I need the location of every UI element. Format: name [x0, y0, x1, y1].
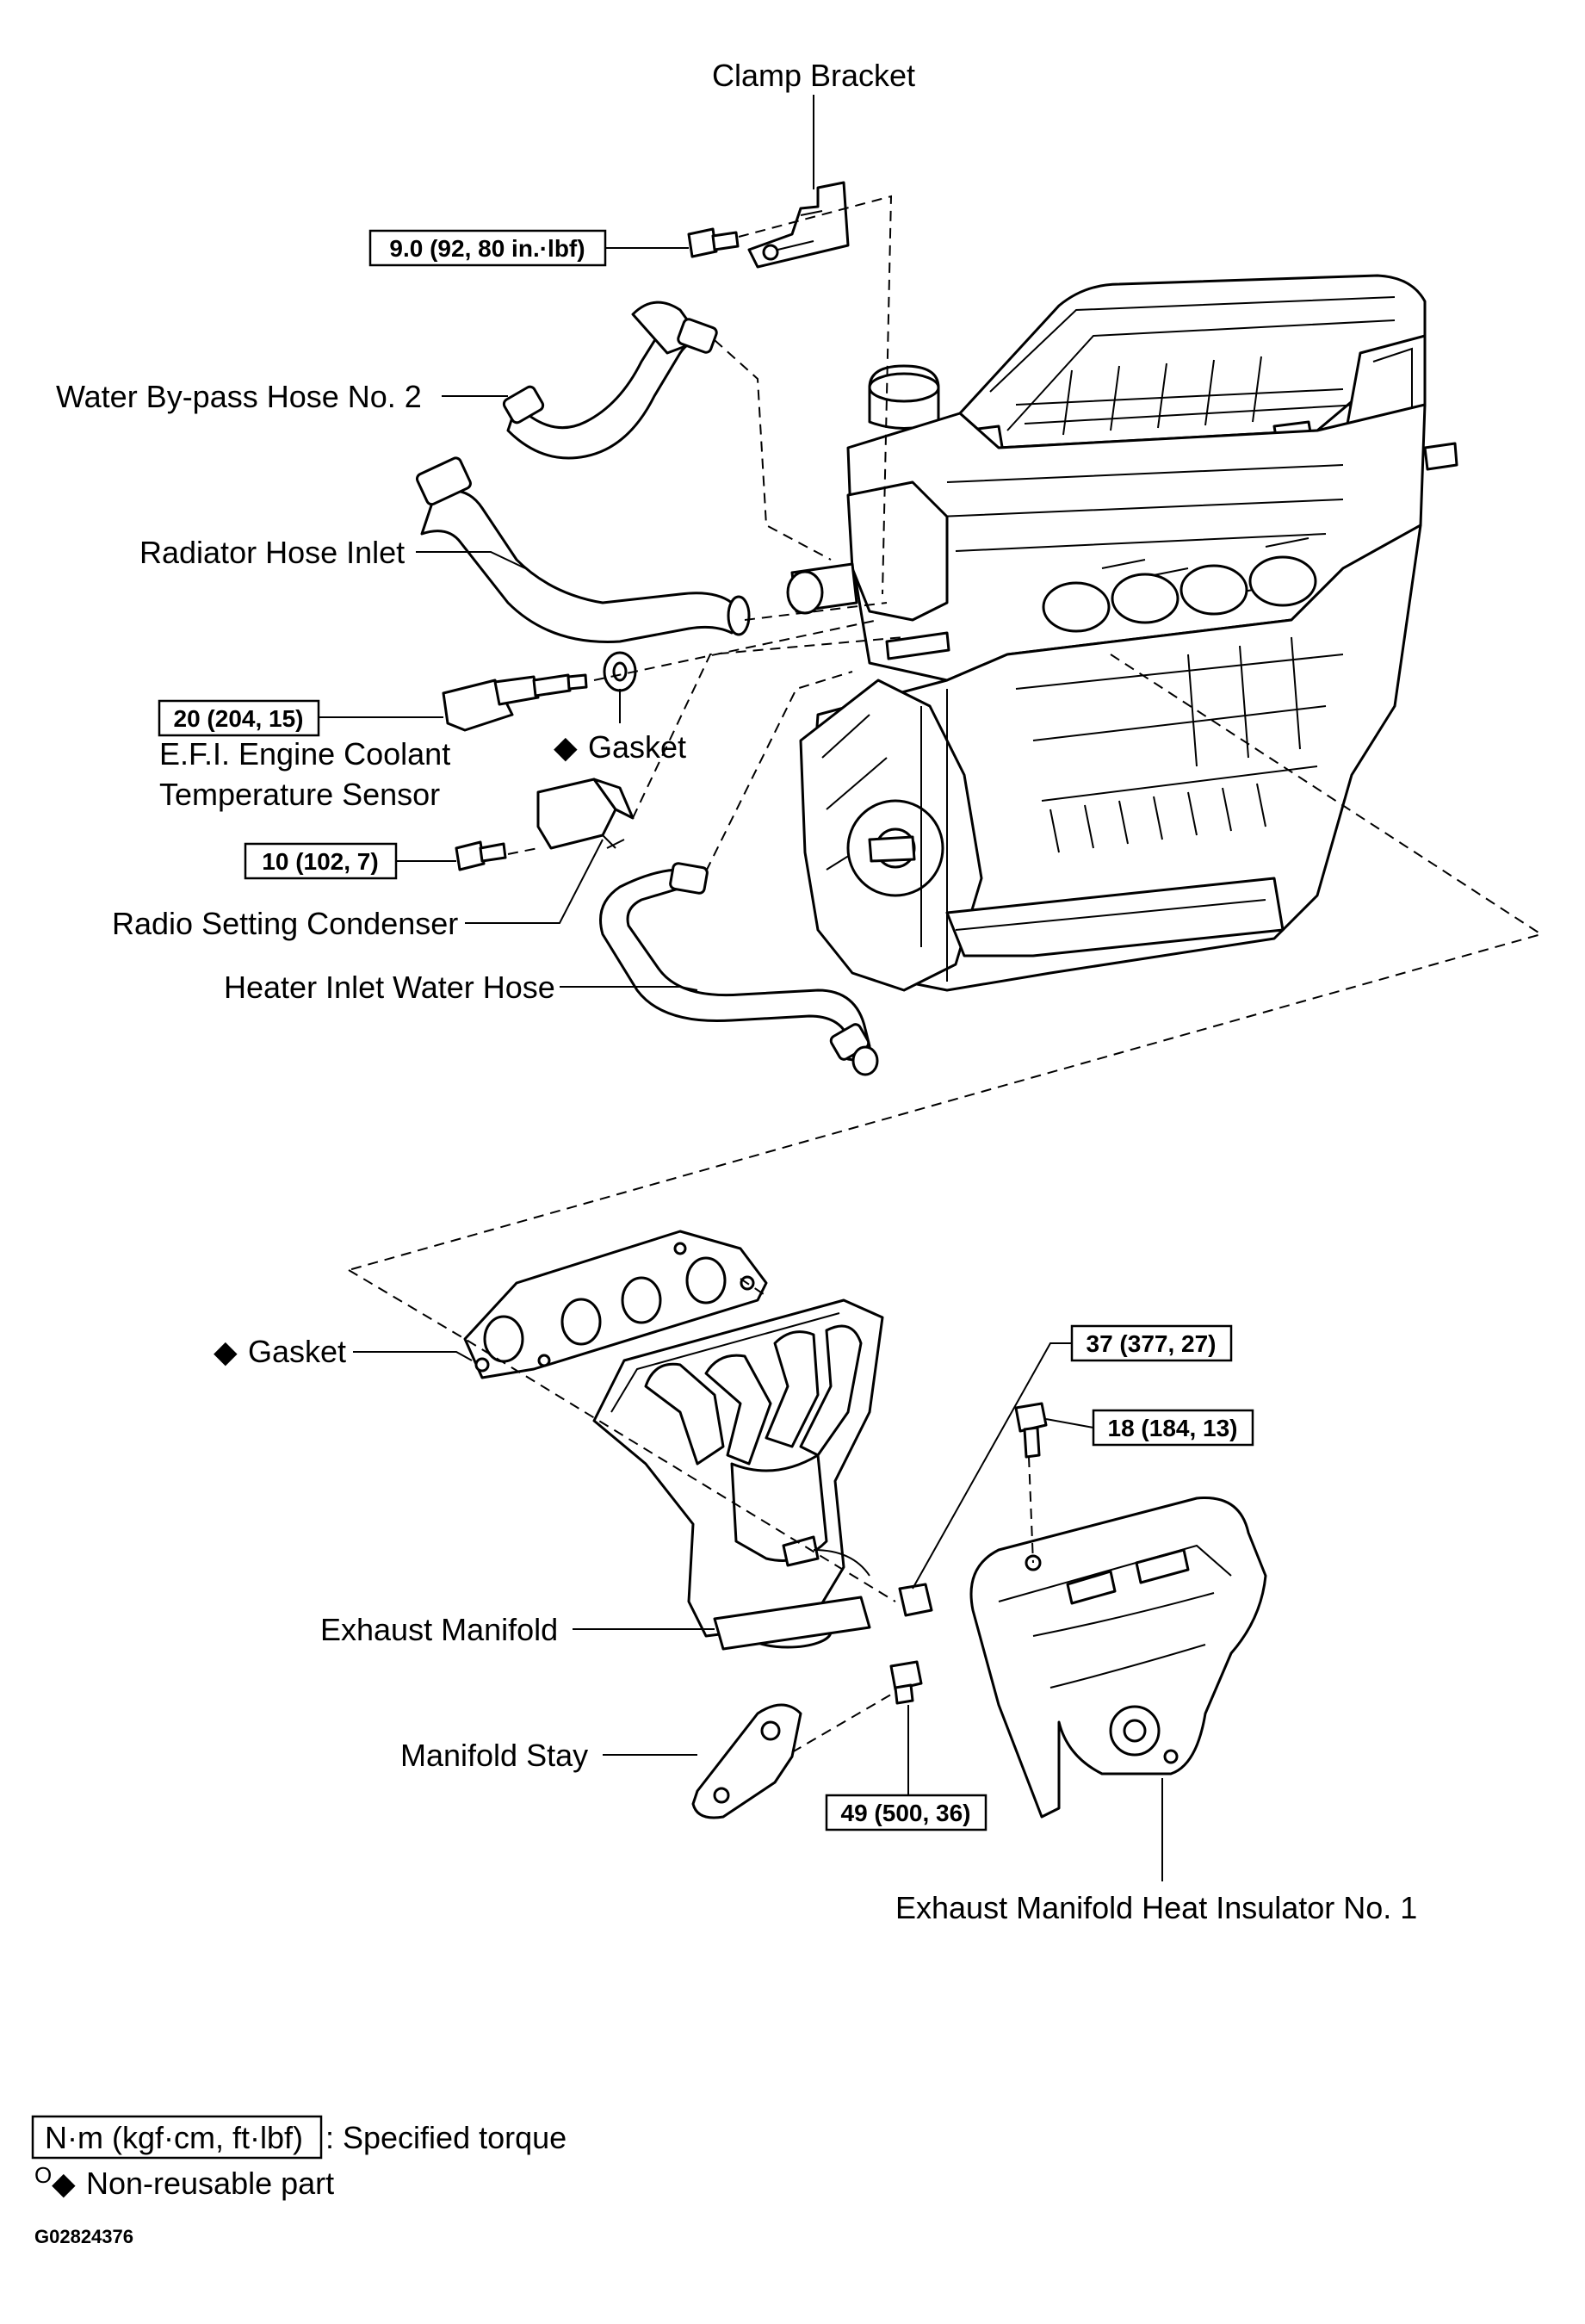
torque-coolant-sensor: 20 (204, 15) — [174, 705, 304, 732]
torque-insulator-bolt: 18 (184, 13) — [1108, 1415, 1238, 1441]
legend-nonreusable-desc: Non-reusable part — [86, 2166, 334, 2201]
water-bypass-hose-illustration — [502, 301, 718, 460]
condenser-bolt-illustration — [455, 840, 507, 871]
insulator-bolt-illustration — [1014, 1402, 1048, 1459]
label-manifold-stay: Manifold Stay — [400, 1738, 588, 1773]
label-gasket-upper: Gasket — [588, 729, 686, 765]
label-radio-setting-condenser: Radio Setting Condenser — [112, 906, 458, 941]
manifold-stay-illustration — [691, 1703, 802, 1819]
torque-box-manifold-nut — [1070, 1324, 1233, 1362]
label-water-bypass-hose: Water By-pass Hose No. 2 — [56, 379, 422, 414]
torque-box-condenser-bolt — [244, 842, 398, 880]
radio-condenser-illustration — [536, 778, 635, 850]
legend-nonreusable-symbol: ◆ — [52, 2166, 76, 2201]
torque-box-stay-bolt — [825, 1794, 988, 1831]
figure-code: G02824376 — [34, 2226, 133, 2247]
legend-torque-units: N·m (kgf·cm, ft·lbf) — [45, 2120, 303, 2155]
label-heater-inlet-water-hose: Heater Inlet Water Hose — [224, 970, 555, 1005]
assembly-lines-upper — [348, 195, 1544, 1271]
label-gasket-lower: Gasket — [248, 1334, 346, 1369]
torque-box-coolant-sensor — [158, 699, 320, 737]
heater-inlet-hose-illustration — [599, 862, 879, 1076]
engine-block-illustration — [786, 274, 1458, 992]
torque-clamp-bracket-bolt: 9.0 (92, 80 in.·lbf) — [389, 235, 585, 262]
label-coolant-sensor-line2: Temperature Sensor — [159, 777, 440, 812]
torque-box-clamp-bracket-bolt — [368, 229, 607, 267]
heat-insulator-illustration — [969, 1497, 1267, 1819]
label-radiator-hose-inlet: Radiator Hose Inlet — [139, 535, 405, 570]
clamp-bracket-illustration — [747, 181, 850, 269]
torque-stay-bolt: 49 (500, 36) — [841, 1800, 971, 1826]
bracket-bolt-illustration — [687, 227, 740, 258]
legend-torque-desc: : Specified torque — [325, 2120, 567, 2155]
leader-lines — [319, 95, 1163, 1881]
radiator-hose-inlet-illustration — [415, 456, 751, 643]
coolant-sensor-illustration — [442, 673, 588, 732]
nonreusable-mark-gasket-upper: ◆ — [554, 729, 578, 765]
label-exhaust-manifold: Exhaust Manifold — [320, 1612, 558, 1647]
nonreusable-mark-gasket-lower: ◆ — [214, 1334, 238, 1369]
manifold-gasket-illustration — [463, 1230, 768, 1379]
label-coolant-sensor-line1: E.F.I. Engine Coolant — [159, 736, 450, 772]
label-heat-insulator: Exhaust Manifold Heat Insulator No. 1 — [895, 1890, 1417, 1925]
legend-torque-box — [31, 2115, 323, 2160]
label-clamp-bracket: Clamp Bracket — [712, 58, 915, 93]
assembly-lines-lower — [348, 1269, 1034, 1753]
legend: N·m (kgf·cm, ft·lbf) : Specified torque … — [31, 2115, 567, 2201]
exhaust-manifold-illustration — [592, 1298, 884, 1651]
manifold-nut-illustration — [898, 1583, 933, 1617]
legend-nonreusable-mark: O — [34, 2162, 52, 2188]
torque-manifold-nut: 37 (377, 27) — [1087, 1330, 1217, 1357]
torque-condenser-bolt: 10 (102, 7) — [262, 848, 378, 875]
torque-box-insulator-bolt — [1092, 1409, 1254, 1447]
stay-bolt-illustration — [889, 1660, 923, 1705]
